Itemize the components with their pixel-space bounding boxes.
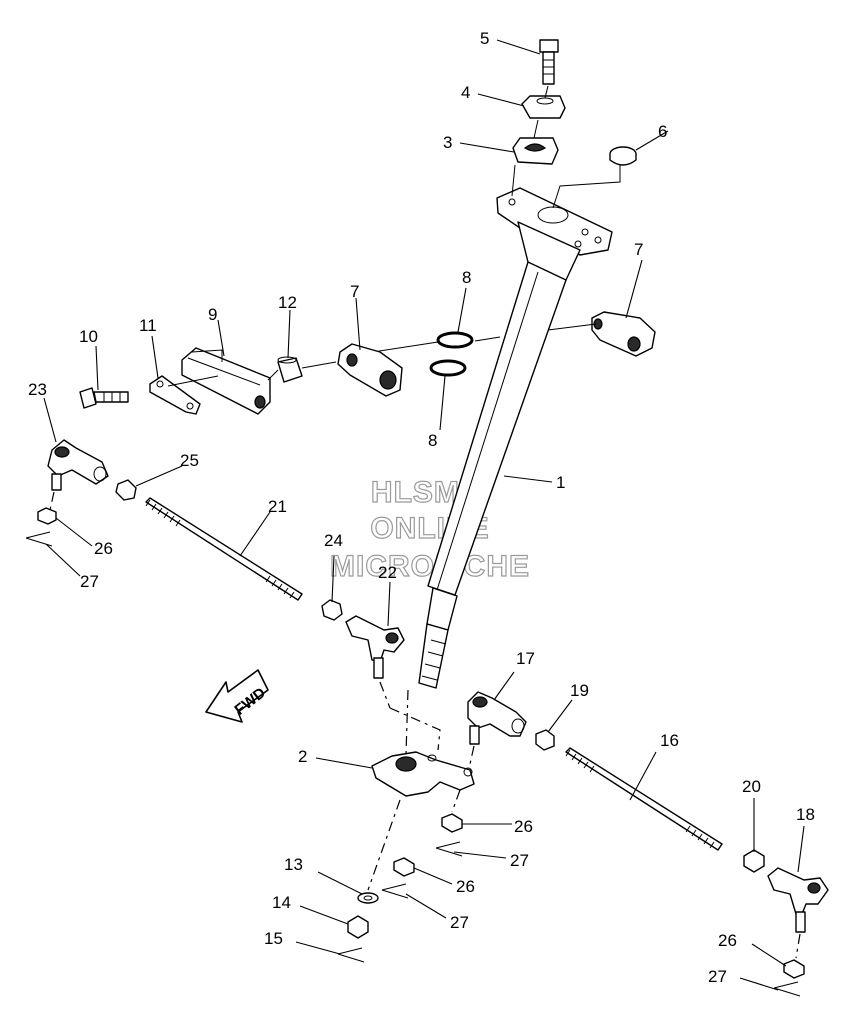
bushing-holder-right — [591, 311, 656, 357]
callout-4: 4 — [461, 83, 470, 102]
tie-rod-end-17 — [467, 691, 527, 745]
top-bolt — [539, 39, 559, 85]
cotter-pin-27-lower — [381, 883, 409, 899]
callout-27-right: 27 — [708, 967, 727, 986]
tie-rod-21 — [145, 497, 303, 601]
callout-26-lower: 26 — [456, 877, 475, 896]
callout-6: 6 — [658, 122, 667, 141]
upper-holder — [521, 95, 566, 119]
nut-20 — [743, 849, 765, 873]
nut-26-center — [441, 813, 463, 833]
callout-10: 10 — [79, 327, 98, 346]
callout-22: 22 — [378, 563, 397, 582]
cap — [609, 146, 637, 166]
callout-5: 5 — [480, 29, 489, 48]
leader-lines — [43, 39, 805, 991]
lock-washer — [149, 375, 201, 415]
tie-rod-end-18 — [767, 867, 829, 933]
callout-12: 12 — [278, 293, 297, 312]
callout-8-upper: 8 — [462, 268, 471, 287]
nut-24 — [321, 599, 343, 621]
lower-holder — [512, 137, 559, 165]
cotter-pin-27-right — [773, 981, 801, 997]
callout-26-center: 26 — [514, 817, 533, 836]
callout-26-left: 26 — [94, 539, 113, 558]
callout-labels: 5 4 3 6 7 8 8 7 12 9 11 10 23 25 26 27 2… — [28, 29, 815, 986]
plate — [181, 347, 279, 415]
callout-1: 1 — [556, 473, 565, 492]
callout-14: 14 — [272, 893, 291, 912]
cotter-pin-27-left — [25, 531, 53, 547]
nut-19 — [535, 729, 555, 751]
nut-26-lower — [393, 857, 415, 877]
callout-24: 24 — [324, 531, 343, 550]
callout-15: 15 — [264, 929, 283, 948]
tie-rod-16 — [565, 747, 723, 851]
callout-16: 16 — [660, 731, 679, 750]
callout-27-lower: 27 — [450, 913, 469, 932]
callout-27-center: 27 — [510, 851, 529, 870]
steering-shaft — [418, 187, 613, 689]
callout-9: 9 — [208, 305, 217, 324]
bolt-10 — [79, 387, 129, 409]
cotter-pin-15 — [337, 947, 365, 963]
nut-26-left — [37, 507, 57, 525]
callout-25: 25 — [180, 451, 199, 470]
watermark: HLSM'S ONLINE MICROFICHE — [329, 475, 530, 583]
nut-25 — [115, 479, 137, 501]
fwd-arrow: FWD — [205, 669, 269, 723]
cotter-pin-27-center — [435, 841, 463, 857]
circlip-upper — [436, 331, 474, 349]
callout-21: 21 — [268, 497, 287, 516]
callout-8-lower: 8 — [428, 431, 437, 450]
callout-19: 19 — [570, 681, 589, 700]
callout-2: 2 — [298, 747, 307, 766]
bushing-holder-left — [337, 343, 403, 397]
pitman-arm — [371, 751, 475, 797]
watermark-line3: MICROFICHE — [330, 550, 530, 583]
callout-11: 11 — [139, 316, 157, 335]
tie-rod-end-22 — [345, 615, 405, 679]
nut-14 — [347, 915, 369, 939]
callout-18: 18 — [796, 805, 815, 824]
nut-26-right — [783, 959, 805, 979]
circlip-lower — [429, 359, 467, 377]
tie-rod-end-23 — [47, 439, 109, 491]
callout-3: 3 — [443, 133, 452, 152]
callout-13: 13 — [284, 855, 303, 874]
callout-20: 20 — [742, 777, 761, 796]
collar — [277, 356, 303, 383]
callout-7-right: 7 — [634, 240, 643, 259]
callout-27-left: 27 — [80, 572, 99, 591]
callout-23: 23 — [28, 380, 47, 399]
callout-26-right: 26 — [718, 931, 737, 950]
callout-7-left: 7 — [350, 282, 359, 301]
washer-13 — [357, 892, 379, 904]
callout-17: 17 — [516, 649, 535, 668]
